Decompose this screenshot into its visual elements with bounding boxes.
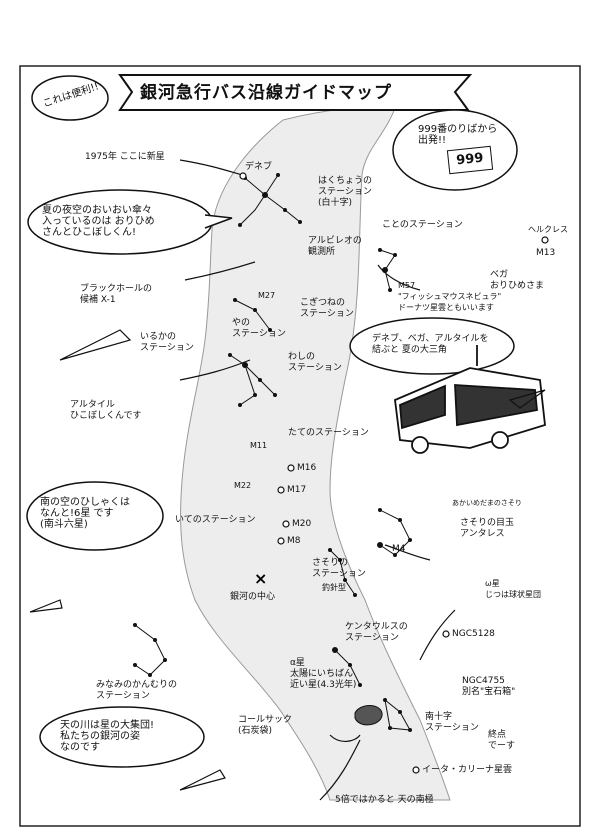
label-antares: さそりの目玉 アンタレス — [460, 518, 515, 539]
river-bubble — [39, 706, 205, 768]
label-m20: M20 — [292, 519, 312, 529]
label-washi: わしの ステーション — [288, 352, 342, 373]
label-minamino: みなみのかんむりの ステーション — [96, 680, 178, 701]
label-ite: いてのステーション — [175, 515, 256, 525]
label-m11: M11 — [250, 441, 268, 450]
label-alphacen: α星 太陽にいちばん 近い星(4.3光年) — [290, 658, 357, 690]
coalsack-icon — [354, 705, 383, 726]
badge-bubble — [31, 75, 109, 121]
river-bubble-text: 天の川は星の大集団! 私たちの銀河の姿 なのです — [60, 720, 155, 753]
shooting-star-icon — [29, 329, 546, 791]
label-song: あかいめだまのさそり — [452, 499, 522, 507]
label-albireo: アルビレオの 観測所 — [308, 236, 362, 257]
label-ngc4755: NGC4755 別名"宝石箱" — [462, 676, 516, 697]
triangle-bubble — [349, 317, 515, 375]
page-frame — [19, 65, 581, 827]
label-m27: M27 — [258, 291, 276, 300]
label-centaurus: ケンタウルスの ステーション — [345, 622, 408, 643]
label-ngc5128: NGC5128 — [452, 629, 495, 639]
label-m57: M57 "フィッシュマウスネビュラ" ドーナツ星雲ともいいます — [398, 281, 502, 312]
tanabata-bubble-text: 夏の夜空のおいおい傘々 入っているのは おりひめ さんとひこぼしくん! — [42, 205, 155, 238]
title-banner — [118, 74, 473, 111]
label-tate: たてのステーション — [288, 428, 369, 438]
label-m13: M13 — [536, 248, 556, 258]
ticket-bubble-text: 999番のりばから 出発!! — [418, 124, 498, 146]
milky-way-band — [180, 106, 451, 801]
object-markers — [239, 172, 549, 774]
label-m16: M16 — [297, 463, 317, 473]
tanabata-bubble-tail — [204, 214, 233, 229]
label-kogitsune: こぎつねの ステーション — [300, 298, 354, 319]
triangle-bubble-text: デネブ、ベガ、アルタイルを 結ぶと 夏の大三角 — [372, 334, 489, 355]
label-hakucho: はくちょうの ステーション (白十字) — [318, 176, 373, 208]
label-m17: M17 — [287, 485, 307, 495]
nanto-bubble — [26, 481, 164, 551]
label-m8: M8 — [287, 536, 301, 546]
label-vega: ベガ おりひめさま — [490, 270, 545, 291]
galactic-center-mark: × — [254, 569, 267, 588]
label-iruka: いるかの ステーション — [140, 332, 194, 353]
label-coalsack: コールサック (石炭袋) — [238, 715, 293, 736]
label-m4: M4 — [392, 544, 406, 554]
page-title: 銀河急行バス沿線ガイドマップ — [140, 83, 392, 103]
label-kotosta: ことのステーション — [382, 220, 463, 230]
label-etacarina: イータ・カリーナ星雲 — [422, 765, 513, 775]
label-blackhole: ブラックホールの 候補 X-1 — [80, 284, 153, 305]
label-m22: M22 — [234, 481, 252, 490]
stars — [133, 173, 412, 732]
nanto-bubble-text: 南の空のひしゃくは なんと!6星 です (南斗六星) — [40, 497, 130, 530]
bus-ticket: 999 — [446, 145, 494, 175]
label-hercules: ヘルクレス — [528, 225, 568, 234]
label-southpole: 5倍ではかると 天の南極 — [335, 795, 434, 805]
label-sasori: さそりの ステーション — [312, 558, 366, 579]
label-yanosta: やの ステーション — [232, 318, 286, 339]
label-altair: アルタイル ひこぼしくんです — [70, 400, 142, 421]
label-deneb: デネブ — [245, 162, 273, 172]
label-omega: ω星 じつは球状星団 — [485, 579, 541, 599]
label-terminal: 終点 でーす — [488, 730, 516, 751]
label-tsurikake: 釣針型 — [322, 583, 346, 592]
label-nova: 1975年 ここに新星 — [85, 152, 165, 162]
label-center: 銀河の中心 — [230, 592, 276, 602]
label-minamijuji: 南十字 ステーション — [425, 712, 479, 733]
bus-icon — [394, 345, 546, 454]
